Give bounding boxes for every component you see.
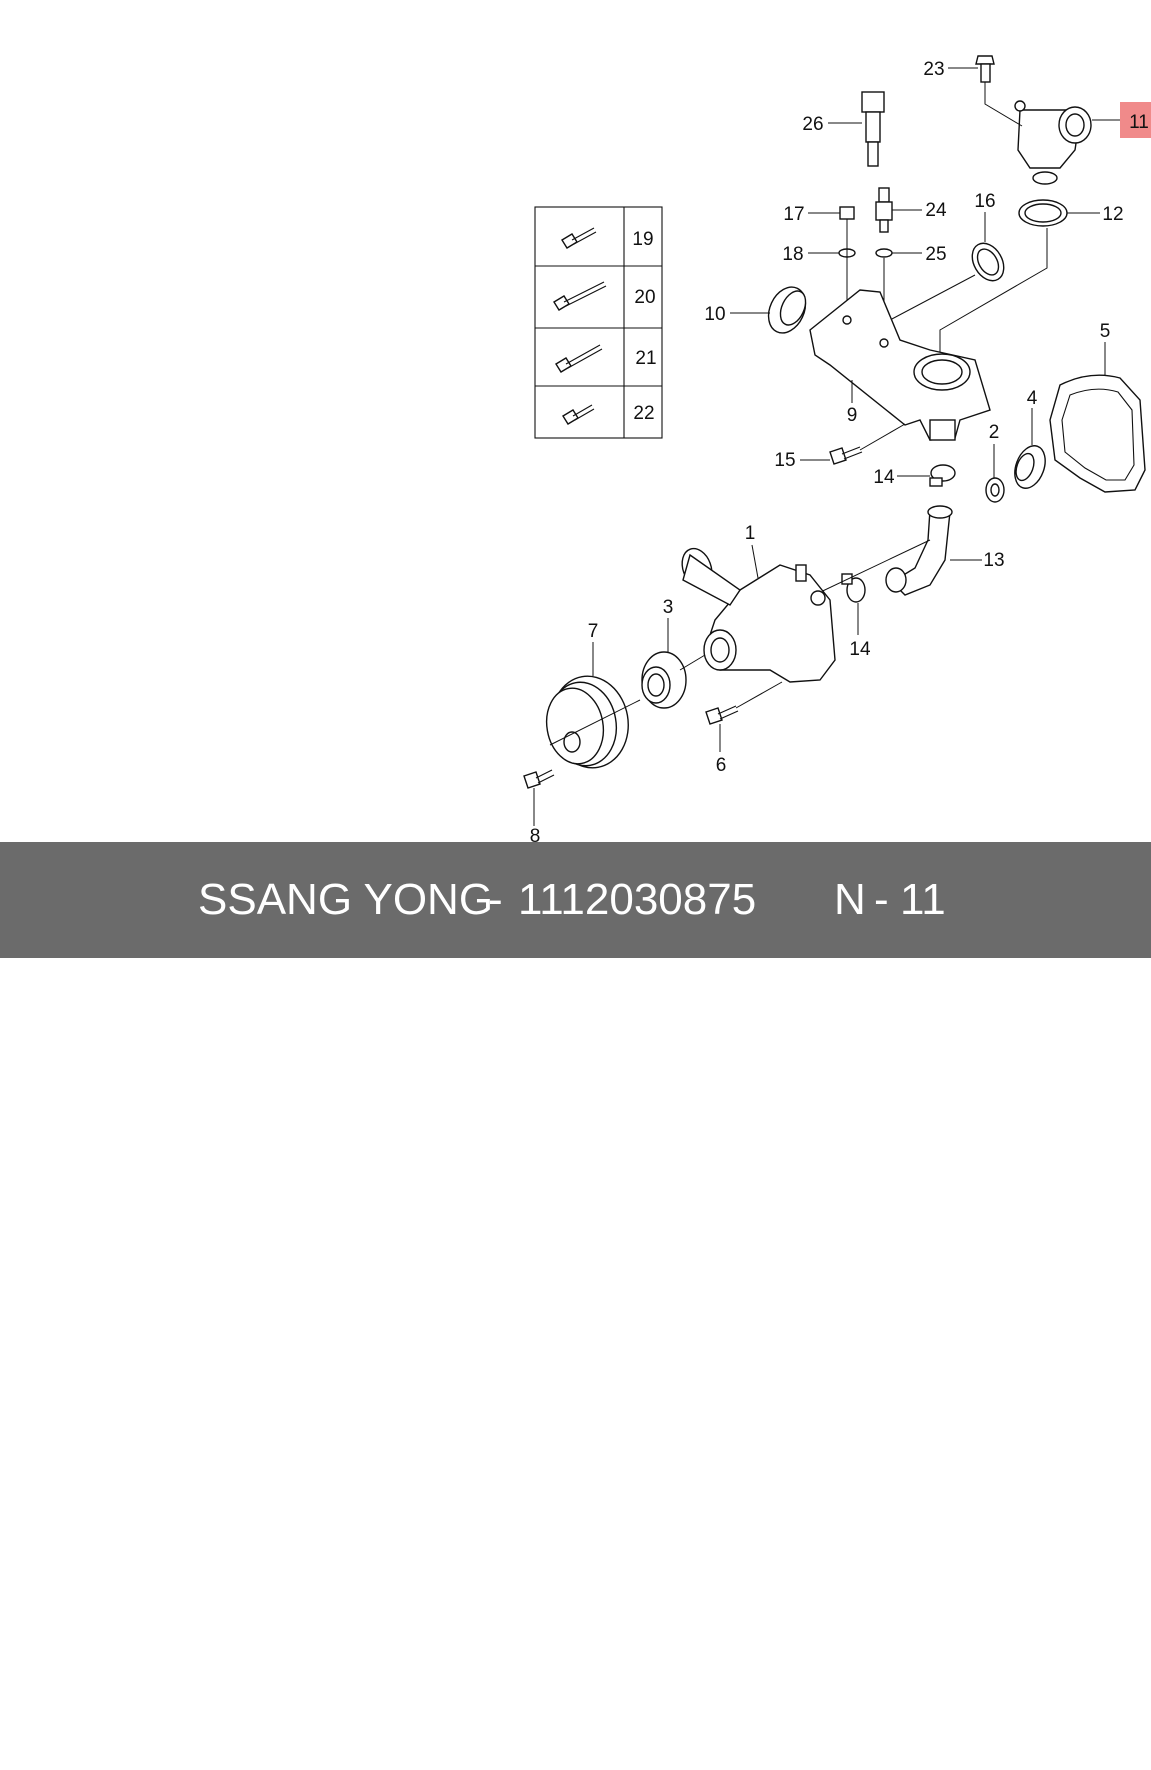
water-inlet-housing-part-9 bbox=[809, 289, 991, 441]
callout-13: 13 bbox=[983, 550, 1004, 571]
callout-14-lower: 14 bbox=[849, 639, 871, 660]
callout-23: 23 bbox=[923, 59, 944, 80]
footer-bar: SSANG YONG - 1112030875 N - 11 bbox=[0, 842, 1151, 958]
bolt-part-8 bbox=[523, 769, 555, 789]
hub-part-3 bbox=[641, 651, 706, 709]
bolt-part-6 bbox=[705, 681, 783, 725]
callout-10: 10 bbox=[704, 304, 725, 325]
thermostat-housing-part-11 bbox=[984, 80, 1092, 185]
bolt-20-icon bbox=[553, 281, 607, 311]
callout-8: 8 bbox=[530, 826, 541, 842]
callout-16: 16 bbox=[974, 191, 995, 212]
callout-24: 24 bbox=[925, 200, 947, 221]
bolt-part-23 bbox=[975, 55, 995, 83]
seal-ring-part-16 bbox=[889, 242, 1005, 321]
footer-brand: SSANG YONG bbox=[198, 875, 494, 924]
bolt-table: 19 20 21 22 bbox=[534, 206, 663, 439]
thermostat-part-4 bbox=[1014, 445, 1046, 489]
footer-ref-prefix: N bbox=[834, 875, 866, 924]
bolt-table-label-22: 22 bbox=[633, 403, 654, 424]
bolt-21-icon bbox=[555, 344, 603, 373]
callout-leaders bbox=[533, 67, 1120, 826]
callout-18: 18 bbox=[782, 244, 803, 265]
bolt-part-15 bbox=[829, 423, 906, 465]
footer-ref-number: 11 bbox=[900, 875, 946, 924]
callout-7: 7 bbox=[588, 621, 599, 642]
callout-25: 25 bbox=[925, 244, 946, 265]
bolt-19-icon bbox=[561, 227, 597, 249]
callout-2: 2 bbox=[989, 422, 1000, 443]
callout-11: 11 bbox=[1129, 112, 1149, 133]
callout-14-upper: 14 bbox=[873, 467, 895, 488]
footer-ref-separator: - bbox=[874, 875, 889, 924]
pulley-part-7 bbox=[545, 675, 641, 769]
seal-part-2 bbox=[985, 477, 1005, 503]
parts-diagram: 19 20 21 22 bbox=[523, 55, 1151, 842]
bolt-22-icon bbox=[562, 404, 595, 425]
callout-12: 12 bbox=[1102, 204, 1123, 225]
callout-5: 5 bbox=[1100, 321, 1111, 342]
callout-3: 3 bbox=[663, 597, 674, 618]
callout-6: 6 bbox=[716, 755, 727, 776]
callout-17: 17 bbox=[783, 204, 804, 225]
water-pump-part-1 bbox=[681, 547, 836, 683]
sensor-part-26 bbox=[861, 91, 885, 167]
callout-9: 9 bbox=[847, 405, 858, 426]
hose-part-13 bbox=[885, 505, 953, 596]
callout-1: 1 bbox=[745, 523, 756, 544]
bolt-table-label-20: 20 bbox=[634, 287, 655, 308]
seal-ring-part-10 bbox=[767, 286, 807, 334]
footer-separator: - bbox=[488, 875, 503, 924]
footer-caption: SSANG YONG - 1112030875 N - 11 bbox=[0, 842, 1151, 958]
gasket-ring-part-12 bbox=[939, 199, 1068, 385]
callout-labels: 1 2 3 4 5 6 7 8 9 10 11 12 13 14 14 15 1… bbox=[530, 59, 1149, 842]
callout-15: 15 bbox=[774, 450, 795, 471]
footer-part-number: 1112030875 bbox=[518, 875, 757, 924]
bolt-table-label-21: 21 bbox=[635, 348, 656, 369]
hose-clamp-part-14-lower bbox=[809, 539, 931, 603]
hose-clamp-part-14-upper bbox=[929, 464, 956, 487]
gasket-part-5 bbox=[1049, 374, 1146, 493]
bolt-table-label-19: 19 bbox=[632, 229, 653, 250]
highlight-callout-11 bbox=[1120, 102, 1151, 138]
callout-4: 4 bbox=[1027, 388, 1038, 409]
sensor-part-24 bbox=[875, 187, 893, 340]
callout-26: 26 bbox=[802, 114, 823, 135]
